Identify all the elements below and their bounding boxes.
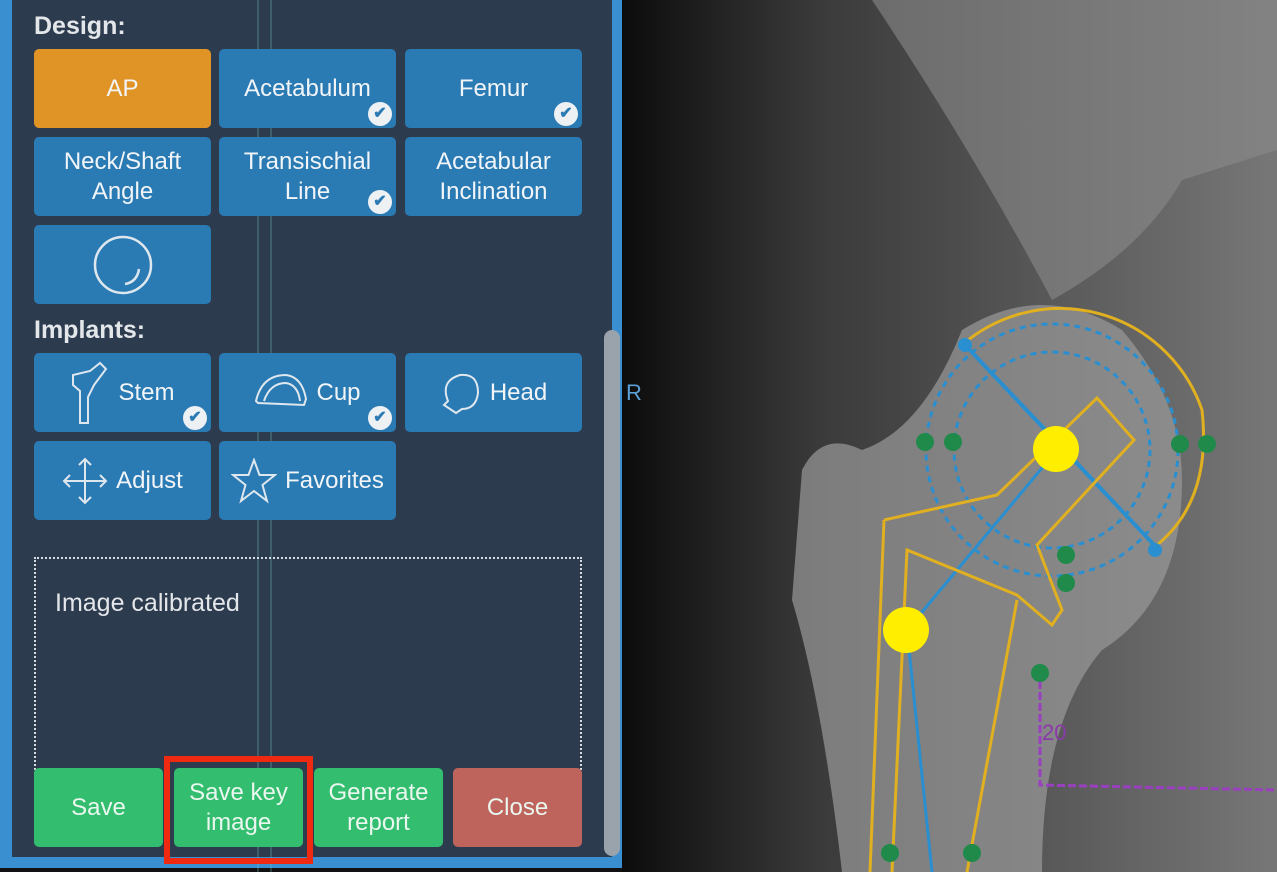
design-neck-shaft-angle-button[interactable]: Neck/Shaft Angle [34,137,211,216]
check-icon: ✔ [554,102,578,126]
close-button[interactable]: Close [453,768,582,847]
blue-handle[interactable] [1148,543,1162,557]
implant-head-button[interactable]: Head [405,353,582,432]
implants-heading: Implants: [34,316,146,344]
implant-stem-button[interactable]: Stem ✔ [34,353,211,432]
pelvis-bone [872,0,1277,300]
save-key-image-button[interactable]: Save key image [174,768,303,847]
check-icon: ✔ [368,102,392,126]
design-femur-button[interactable]: Femur ✔ [405,49,582,128]
status-message: Image calibrated [55,589,240,617]
status-message-box: Image calibrated [34,557,582,777]
design-transischial-line-button[interactable]: Transischial Line✔ [219,137,396,216]
design-circle-button[interactable] [34,225,211,304]
circle-icon [93,235,152,294]
stem-marker[interactable] [883,607,929,653]
check-icon: ✔ [368,190,392,214]
button-label: Cup [316,378,361,406]
landmark-points[interactable] [881,433,1216,862]
head-icon [442,373,479,414]
design-ap-button[interactable]: AP [34,49,211,128]
button-label: Head [489,378,548,406]
design-heading: Design: [34,12,126,40]
implant-cup-button[interactable]: Cup ✔ [219,353,396,432]
cup-icon [255,373,308,406]
button-label: Favorites [285,466,384,494]
move-icon [62,457,108,504]
button-label: AP [106,74,139,102]
side-marker: R [626,380,642,405]
button-label: Femur [458,74,529,102]
check-icon: ✔ [183,406,207,430]
button-label: Stem [118,378,175,406]
check-icon: ✔ [368,406,392,430]
adjust-button[interactable]: Adjust [34,441,211,520]
head-center-marker[interactable] [1033,426,1079,472]
button-label: Adjust [116,466,183,494]
measurement-label: 20 [1042,720,1066,745]
highlight-box [164,756,313,864]
generate-report-button[interactable]: Generate report [314,768,443,847]
xray-viewer[interactable]: R 20 [622,0,1277,872]
button-label: Acetabulum [244,74,371,102]
blue-handle[interactable] [958,338,972,352]
stem-icon [72,361,108,424]
star-icon [231,457,278,504]
save-button[interactable]: Save [34,768,163,847]
button-label: Neck/Shaft Angle [63,147,182,205]
panel-scrollbar[interactable] [604,330,620,856]
femur-bone [792,305,1182,872]
favorites-button[interactable]: Favorites [219,441,396,520]
design-acetabular-inclination-button[interactable]: Acetabular Inclination [405,137,582,216]
button-label: Transischial Line [243,147,372,205]
design-acetabulum-button[interactable]: Acetabulum✔ [219,49,396,128]
button-label: Acetabular Inclination [436,147,551,205]
